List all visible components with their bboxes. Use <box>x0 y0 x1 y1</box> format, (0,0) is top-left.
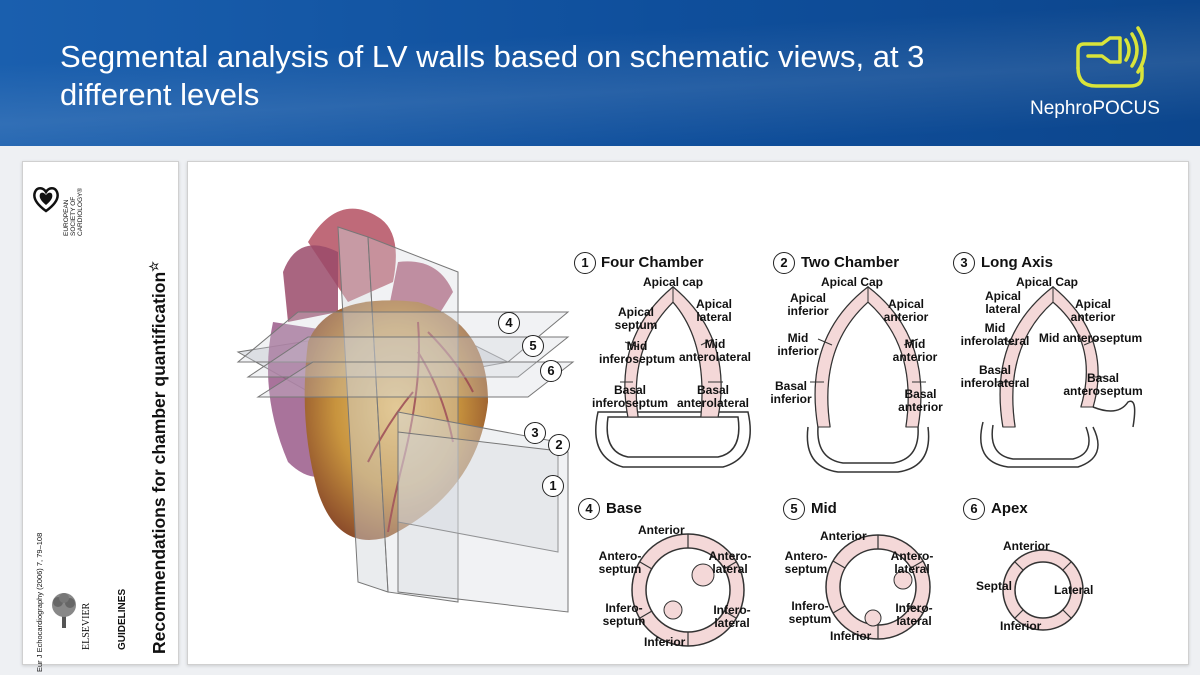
plane-marker-5: 5 <box>522 335 544 357</box>
label-mid-inferolateral-sa: Infero- lateral <box>895 601 933 628</box>
label-apical-lateral-4c: Apical lateral <box>695 297 732 324</box>
pulmonary-vessel <box>283 245 338 322</box>
short-axis-plane-6 <box>256 361 575 398</box>
label-apex-anterior: Anterior <box>1003 539 1050 553</box>
label-base-inferior: Inferior <box>644 635 686 649</box>
view-number-1: 1 <box>574 252 596 274</box>
label-mid-anterolateral-sa: Antero- lateral <box>890 549 934 576</box>
view-number-2: 2 <box>773 252 795 274</box>
view-title-apex: Apex <box>991 500 1028 517</box>
label-mid-inferolateral: Mid inferolateral <box>960 321 1030 348</box>
section-label: GUIDELINES <box>117 588 128 650</box>
plane-marker-3: 3 <box>524 422 546 444</box>
plane-marker-1: 1 <box>542 475 564 497</box>
view-title-base: Base <box>606 500 642 517</box>
label-apex-septal: Septal <box>976 579 1013 593</box>
label-mid-anterior: Mid anterior <box>892 337 938 364</box>
article-title-text: Recommendations for chamber quantificati… <box>148 271 169 654</box>
view-title-four-chamber: Four Chamber <box>601 254 704 271</box>
journal-citation: Eur J Echocardiography (2006) 7, 79–108 <box>35 532 44 672</box>
aorta <box>308 208 396 302</box>
slide-title: Segmental analysis of LV walls based on … <box>60 39 925 112</box>
plane-marker-6: 6 <box>540 360 562 382</box>
esc-heart-logo-icon <box>33 187 59 213</box>
view-number-4: 4 <box>578 498 600 520</box>
label-base-anterior: Anterior <box>638 523 685 537</box>
label-apical-anterior-2c: Apical anterior <box>883 297 929 324</box>
label-mid-inferoseptum-sa: Infero- septum <box>788 599 832 626</box>
label-apical-anterior-la: Apical anterior <box>1070 297 1116 324</box>
view-title-two-chamber: Two Chamber <box>801 254 900 271</box>
label-base-inferoseptum: Infero- septum <box>602 601 646 628</box>
heart-illustration <box>236 208 575 613</box>
plane-marker-4: 4 <box>498 312 520 334</box>
label-apical-cap-2c: Apical Cap <box>821 275 884 289</box>
view-title-long-axis: Long Axis <box>981 254 1053 271</box>
label-mid-anterior-sa: Anterior <box>820 529 867 543</box>
society-name: EUROPEAN SOCIETY OF CARDIOLOGY® <box>63 187 84 236</box>
slide-header <box>0 0 1200 146</box>
view-number-5: 5 <box>783 498 805 520</box>
label-base-inferolateral: Infero- lateral <box>713 603 751 630</box>
long-axis-plane-2 <box>367 236 459 603</box>
label-basal-anteroseptum: Basal anteroseptum <box>1063 371 1143 398</box>
logo-text: NephroPOCUS <box>1030 98 1160 119</box>
short-axis-plane-5 <box>246 336 570 378</box>
label-mid-anteroseptum-sa: Antero- septum <box>784 549 828 576</box>
label-basal-inferolateral: Basal inferolateral <box>960 363 1030 390</box>
view-number-3: 3 <box>953 252 975 274</box>
label-base-anterolateral: Antero- lateral <box>708 549 752 576</box>
publisher-name: ELSEVIER <box>81 602 92 650</box>
label-mid-anteroseptum: Mid anteroseptum <box>1038 331 1143 345</box>
label-apical-septum: Apical septum <box>614 305 658 332</box>
label-apical-cap-la: Apical Cap <box>1016 275 1079 289</box>
four-chamber-diagram <box>595 285 751 468</box>
plane-marker-2: 2 <box>548 434 570 456</box>
label-apical-lateral-la: Apical lateral <box>984 289 1021 316</box>
mid-short-axis-ring <box>825 534 931 640</box>
view-title-mid: Mid <box>811 500 837 517</box>
label-apex-lateral: Lateral <box>1054 583 1094 597</box>
label-basal-anterior: Basal anterior <box>898 387 943 414</box>
label-apical-inferior: Apical inferior <box>787 291 829 318</box>
label-mid-anterolateral: Mid anterolateral <box>678 337 752 364</box>
long-axis-diagram <box>980 285 1136 468</box>
article-title: Recommendations for chamber quantificati… <box>147 261 170 654</box>
view-number-6: 6 <box>963 498 985 520</box>
ultrasound-probe-icon <box>1076 26 1147 88</box>
ventricles <box>304 300 488 540</box>
vertical-plane-front <box>397 431 569 613</box>
base-short-axis-ring <box>631 533 745 647</box>
two-chamber-diagram <box>806 285 930 473</box>
label-basal-anterolateral: Basal anterolateral <box>676 383 750 410</box>
label-mid-inferoseptum: Mid inferoseptum <box>598 339 675 366</box>
label-basal-inferior: Basal inferior <box>770 379 812 406</box>
figure-panel: 4 5 6 3 2 1 1 Four Chamber Apical cap Ap… <box>187 161 1189 665</box>
label-apical-cap-4c: Apical cap <box>643 275 704 289</box>
apex-short-axis-ring <box>1002 549 1084 631</box>
title-footnote-mark: ☆ <box>147 261 161 272</box>
label-mid-inferior-sa: Inferior <box>830 629 872 643</box>
label-base-anteroseptum: Antero- septum <box>598 549 642 576</box>
journal-cover-strip: EUROPEAN SOCIETY OF CARDIOLOGY® Eur J Ec… <box>22 161 179 672</box>
label-mid-inferior: Mid inferior <box>777 331 819 358</box>
label-basal-inferoseptum: Basal inferoseptum <box>591 383 668 410</box>
label-apex-inferior: Inferior <box>1000 619 1042 633</box>
elsevier-tree-logo-icon <box>52 593 76 628</box>
